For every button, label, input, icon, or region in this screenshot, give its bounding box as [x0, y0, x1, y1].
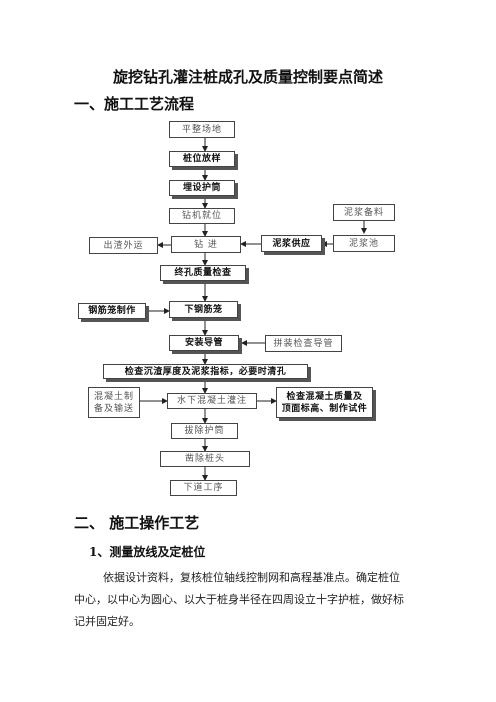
step-chip-pile-head: 凿除桩头: [160, 451, 250, 467]
step-install-pipe: 安装导管: [169, 335, 239, 351]
side-concrete-prep-line1: 混凝土制: [93, 391, 134, 402]
step-bury-casing: 埋设护筒: [169, 180, 235, 196]
side-mud-supply: 泥浆供应: [261, 235, 322, 252]
side-quality-line2: 顶面标高、制作试件: [281, 403, 368, 414]
paragraph-line-1: 依据设计资料，复核桩位轴线控制网和高程基准点。确定桩位: [103, 571, 400, 584]
subsection-heading-survey: 1、测量放线及定桩位: [89, 545, 206, 559]
step-remove-casing: 拔除护筒: [171, 423, 238, 439]
side-quality-line1: 检查混凝土质量及: [286, 391, 363, 402]
step-next-process: 下道工序: [170, 480, 237, 496]
step-pile-layout: 桩位放样: [169, 151, 235, 167]
section-heading-process: 一、施工工艺流程: [74, 95, 195, 113]
side-concrete-quality-check: 检查混凝土质量及 顶面标高、制作试件: [276, 387, 373, 418]
document-title: 旋挖钻孔灌注桩成孔及质量控制要点简述: [112, 68, 383, 86]
step-final-hole-check: 终孔质量检查: [160, 265, 246, 281]
section-heading-operations: 二、 施工操作工艺: [74, 514, 200, 532]
side-mud-pool: 泥浆池: [333, 235, 395, 252]
step-lower-cage: 下钢筋笼: [169, 301, 238, 318]
paragraph-line-3: 记并固定好。: [74, 615, 140, 628]
side-concrete-prep-line2: 备及输送: [93, 403, 134, 414]
side-slag-removal: 出渣外运: [89, 237, 158, 254]
step-check-sediment: 检查沉渣厚度及泥浆指标，必要时清孔: [103, 364, 308, 379]
step-underwater-concrete: 水下混凝土灌注: [167, 393, 257, 409]
side-cage-fabrication: 钢筋笼制作: [78, 303, 146, 319]
step-level-site: 平整场地: [169, 121, 235, 138]
side-mud-preparation: 泥浆备料: [333, 204, 395, 221]
side-concrete-prep: 混凝土制 备及输送: [88, 387, 140, 418]
paragraph-line-2: 中心，以中心为圆心、以大于桩身半径在四周设立十字护桩，做好标: [74, 593, 404, 606]
step-rig-position: 钻机就位: [169, 208, 235, 224]
side-pipe-assembly-check: 拼装检查导管: [265, 335, 342, 352]
step-drilling: 钻 进: [171, 236, 241, 253]
